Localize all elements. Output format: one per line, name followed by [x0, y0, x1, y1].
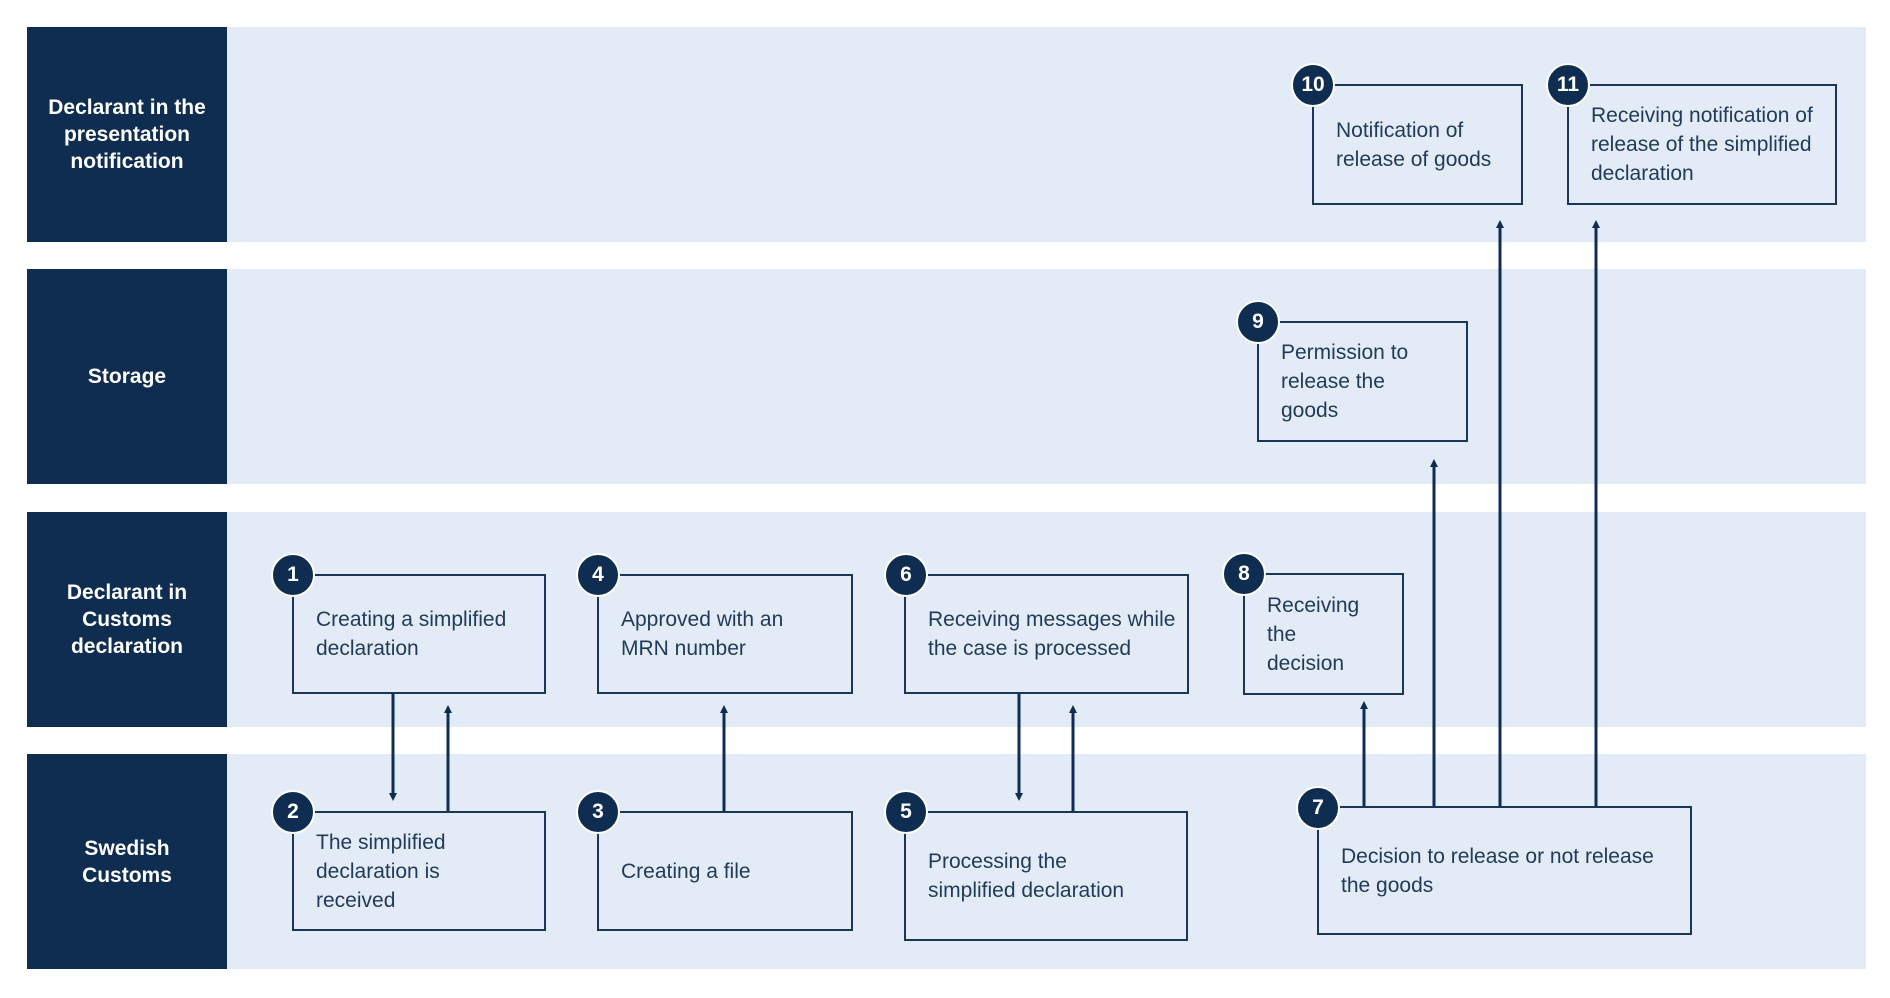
step-11-badge: 11 — [1546, 63, 1590, 107]
step-6-badge: 6 — [884, 553, 928, 597]
step-6-box: Receiving messages while the case is pro… — [904, 574, 1189, 694]
step-10-badge: 10 — [1291, 63, 1335, 107]
lane-storage — [27, 269, 1866, 484]
step-8-box: Receiving the decision — [1243, 573, 1404, 695]
step-9-badge: 9 — [1236, 300, 1280, 344]
lane-label-presentation-notification: Declarant in the presentation notificati… — [27, 27, 227, 242]
step-4-text: Approved with an MRN number — [621, 608, 784, 660]
step-10-text: Notification of release of goods — [1336, 118, 1492, 171]
step-5-text: Processing the simplified declaration — [928, 850, 1125, 902]
step-7-text: Decision to release or not release the g… — [1341, 844, 1654, 897]
lane-presentation-notification — [27, 27, 1866, 242]
step-9-box: Permission to release the goods — [1257, 321, 1468, 442]
step-3-box: Creating a file — [597, 811, 853, 931]
step-1-badge: 1 — [271, 553, 315, 597]
step-5-badge: 5 — [884, 790, 928, 834]
step-8-text: Receiving the decision — [1267, 593, 1360, 675]
step-5-box: Processing the simplified declaration — [904, 811, 1188, 941]
step-9-text: Permission to release the goods — [1281, 341, 1409, 422]
step-1-text: Creating a simplified declaration — [316, 608, 507, 660]
step-2-text: The simplified declaration is received — [316, 830, 446, 912]
step-7-badge: 7 — [1296, 786, 1340, 830]
step-2-badge: 2 — [271, 790, 315, 834]
step-6-text: Receiving messages while the case is pro… — [928, 608, 1176, 660]
lane-label-storage: Storage — [27, 269, 227, 484]
step-11-box: Receiving notification of release of the… — [1567, 84, 1837, 205]
step-4-badge: 4 — [576, 553, 620, 597]
step-7-box: Decision to release or not release the g… — [1317, 806, 1692, 935]
step-8-badge: 8 — [1222, 552, 1266, 596]
lane-label-customs-declaration: Declarant in Customs declaration — [27, 512, 227, 727]
step-3-badge: 3 — [576, 790, 620, 834]
lane-label-swedish-customs: Swedish Customs — [27, 754, 227, 969]
step-1-box: Creating a simplified declaration — [292, 574, 546, 694]
step-11-text: Receiving notification of release of the… — [1591, 104, 1813, 185]
step-2-box: The simplified declaration is received — [292, 811, 546, 931]
step-10-box: Notification of release of goods — [1312, 84, 1523, 205]
step-4-box: Approved with an MRN number — [597, 574, 853, 694]
step-3-text: Creating a file — [621, 859, 751, 883]
